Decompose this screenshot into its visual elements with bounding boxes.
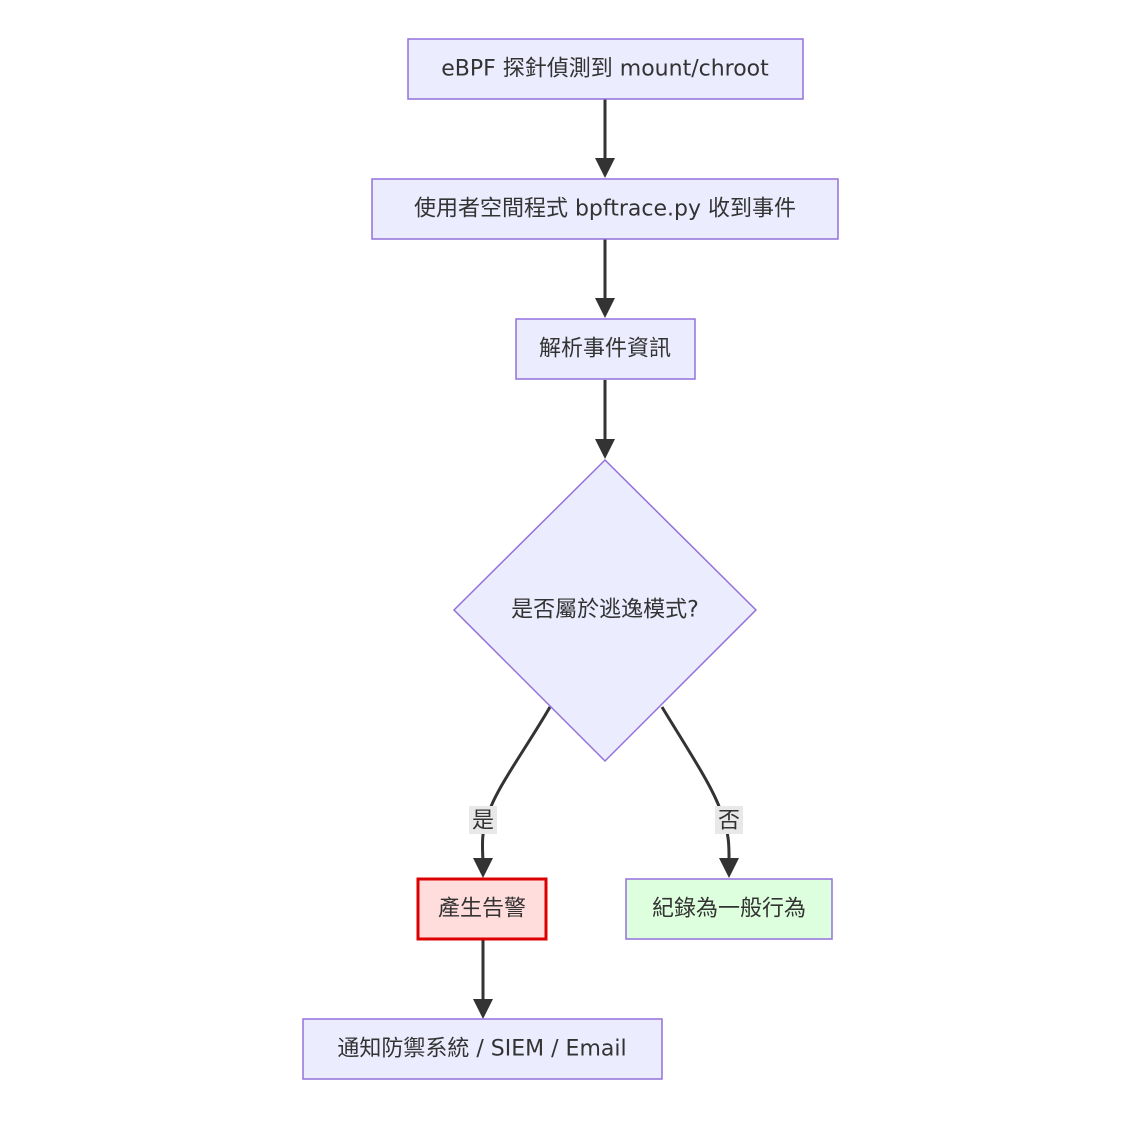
arrowhead-decision-to-alert — [473, 858, 493, 878]
arrowhead-parse-to-decision — [595, 439, 615, 459]
edge-label-yes: 是 — [469, 806, 497, 834]
node-ebpf-probe: eBPF 探針偵測到 mount/chroot — [407, 38, 804, 100]
node-parse-label: 解析事件資訊 — [539, 337, 671, 362]
node-parse: 解析事件資訊 — [515, 318, 696, 380]
edge-label-yes-text: 是 — [472, 809, 494, 834]
node-alert-label: 產生告警 — [438, 897, 526, 922]
edge-label-no-text: 否 — [718, 809, 740, 834]
node-normal: 紀錄為一般行為 — [625, 878, 833, 940]
edge-decision-to-alert — [480, 706, 552, 866]
node-decision: 是否屬於逃逸模式? — [452, 458, 758, 763]
node-ebpf-probe-label: eBPF 探針偵測到 mount/chroot — [441, 57, 769, 82]
arrowhead-alert-to-notify — [473, 999, 493, 1019]
node-notify-label: 通知防禦系統 / SIEM / Email — [337, 1037, 626, 1062]
node-userspace-label: 使用者空間程式 bpftrace.py 收到事件 — [414, 197, 796, 222]
edge-label-no: 否 — [715, 806, 743, 834]
node-decision-label: 是否屬於逃逸模式? — [511, 598, 699, 623]
node-userspace: 使用者空間程式 bpftrace.py 收到事件 — [371, 178, 839, 240]
node-alert: 產生告警 — [416, 877, 548, 941]
arrowhead-userspace-to-parse — [595, 298, 615, 318]
node-notify: 通知防禦系統 / SIEM / Email — [302, 1018, 663, 1080]
node-normal-label: 紀錄為一般行為 — [652, 897, 806, 922]
edge-decision-to-normal — [660, 706, 731, 866]
arrowhead-probe-to-userspace — [595, 158, 615, 178]
arrowhead-decision-to-normal — [719, 858, 739, 878]
